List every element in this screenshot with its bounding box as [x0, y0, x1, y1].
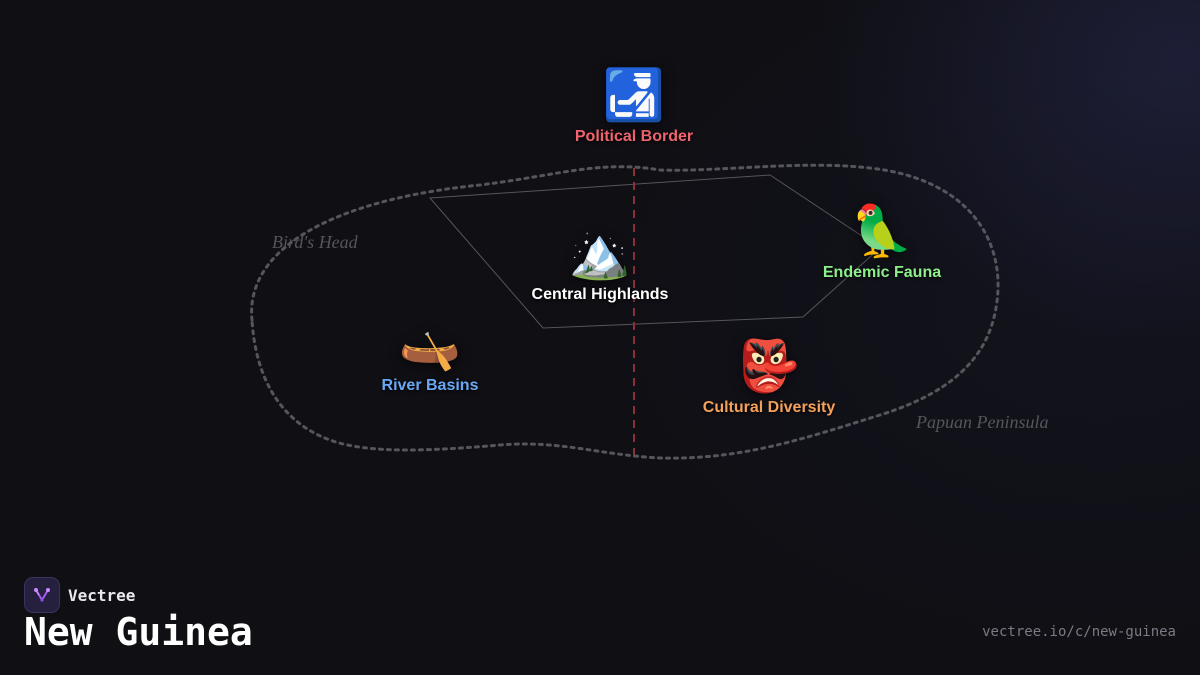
customs-officer-icon: 🛃	[602, 66, 666, 124]
vectree-logo-icon	[24, 577, 60, 613]
tengu-mask-icon: 👺	[737, 337, 801, 395]
node-cultural-diversity[interactable]: 👺 Cultural Diversity	[703, 337, 835, 417]
node-label: Cultural Diversity	[702, 399, 836, 416]
highlands-connection-lines	[428, 174, 881, 329]
node-central-highlands[interactable]: 🏔️ Central Highlands	[532, 224, 669, 304]
node-river-basins[interactable]: 🛶 River Basins	[382, 315, 479, 395]
page-title: New Guinea	[24, 610, 253, 654]
canoe-icon: 🛶	[398, 315, 462, 373]
node-label: River Basins	[381, 377, 479, 394]
node-label: Endemic Fauna	[822, 264, 942, 281]
region-papuan-peninsula: Papuan Peninsula	[916, 412, 1049, 432]
region-birds-head: Bird's Head	[272, 232, 358, 252]
node-endemic-fauna[interactable]: 🦜 Endemic Fauna	[823, 202, 941, 282]
brand[interactable]: Vectree	[24, 577, 135, 613]
snowcapped-mountain-icon: 🏔️	[568, 224, 632, 282]
page-url[interactable]: vectree.io/c/new-guinea	[982, 624, 1176, 640]
node-label: Central Highlands	[531, 286, 669, 303]
island-outline	[250, 163, 1000, 460]
node-political-border[interactable]: 🛃 Political Border	[575, 66, 693, 146]
brand-name: Vectree	[68, 585, 136, 605]
parrot-icon: 🦜	[850, 202, 914, 260]
node-label: Political Border	[574, 128, 694, 145]
